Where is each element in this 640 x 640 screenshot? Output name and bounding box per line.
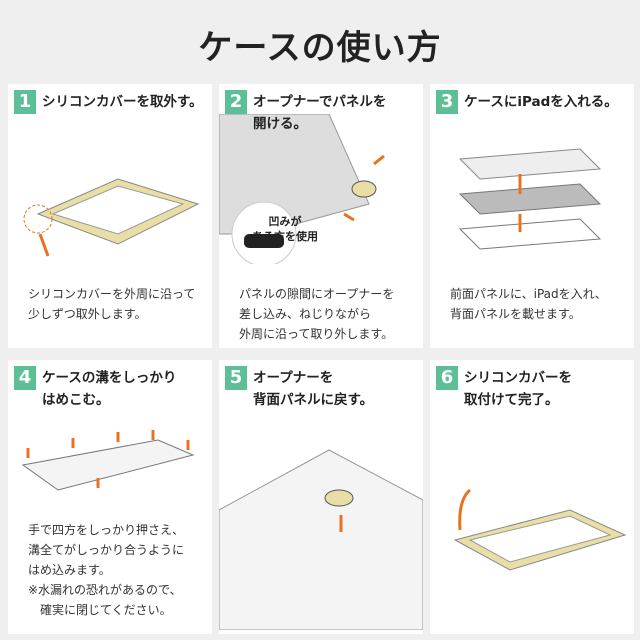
page-title: ケースの使い方: [198, 28, 442, 68]
step-6-panel: 6 シリコンカバーを 取付けて完了。: [430, 360, 634, 634]
step-number: 6: [436, 366, 458, 390]
step-number: 3: [436, 90, 458, 114]
attach-cover-illustration: [453, 488, 627, 571]
step-heading: シリコンカバーを 取付けて完了。: [464, 370, 572, 408]
remove-cover-illustration: [23, 178, 200, 257]
step-heading: ケースにiPadを入れる。: [464, 94, 618, 110]
step-1-panel: 1 シリコンカバーを取外す。 シリコンカバーを外周に沿って 少しずつ取外します。: [8, 84, 212, 348]
tip-bubble: 凹みが ある方を使用: [252, 215, 318, 243]
step-number: 4: [14, 366, 36, 390]
step-4-panel: 4 ケースの溝をしっかり はめこむ。 手で四方をしっかり押さえ、 溝全てがしっか…: [8, 360, 212, 634]
step-2-panel: 2 オープナーでパネルを 開ける。 凹みが ある方を使用 パネルの隙間にオープナ…: [219, 84, 423, 348]
step-heading: オープナーでパネルを 開ける。: [253, 94, 387, 132]
step-heading: シリコンカバーを取外す。: [42, 94, 203, 110]
step-description: パネルの隙間にオープナーを 差し込み、ねじりながら 外周に沿って取り外します。: [239, 287, 395, 341]
step-heading: ケースの溝をしっかり はめこむ。: [42, 370, 177, 408]
step-3-panel: 3 ケースにiPadを入れる。 前面パネルに、iPadを入れ、 背面パネルを載せ…: [430, 84, 634, 348]
opener-illustration: [219, 114, 385, 264]
step-number: 5: [225, 366, 247, 390]
step-number: 1: [14, 90, 36, 114]
step-heading: オープナーを 背面パネルに戻す。: [253, 370, 374, 408]
step-description: 前面パネルに、iPadを入れ、 背面パネルを載せます。: [450, 287, 607, 321]
press-edges-illustration: [21, 430, 195, 491]
step-description: 手で四方をしっかり押さえ、 溝全てがしっかり合うように はめ込みます。 ※水漏れ…: [28, 523, 185, 617]
step-description: シリコンカバーを外周に沿って 少しずつ取外します。: [28, 287, 196, 321]
step-5-panel: 5 オープナーを 背面パネルに戻す。: [219, 360, 423, 634]
step-number: 2: [225, 90, 247, 114]
insert-ipad-illustration: [458, 148, 602, 250]
return-opener-illustration: [219, 449, 423, 630]
